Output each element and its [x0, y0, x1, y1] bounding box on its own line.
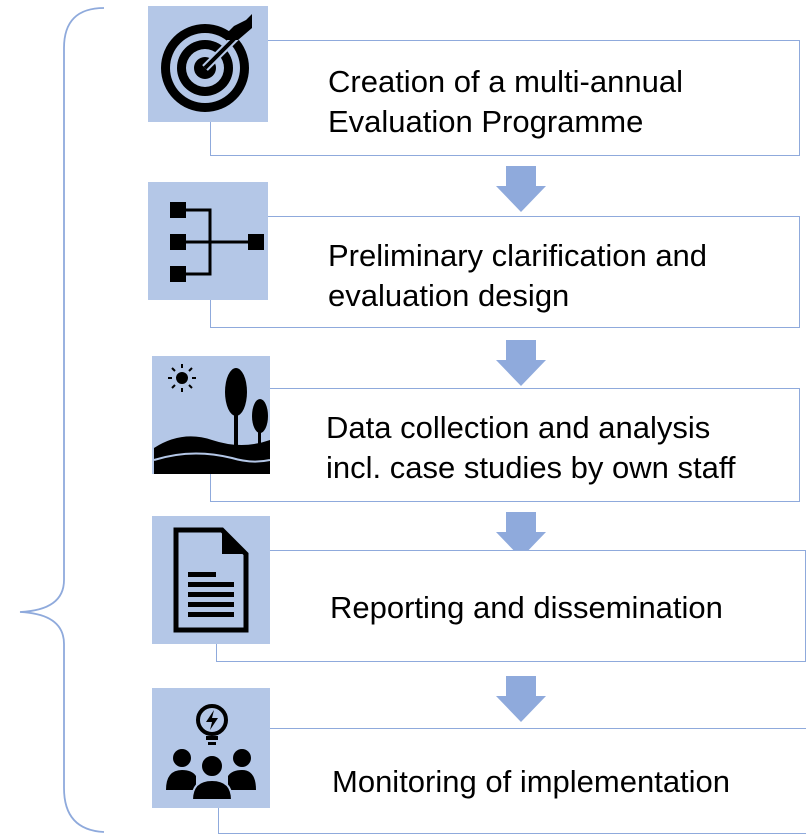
target-icon	[161, 14, 252, 112]
step-box-4	[216, 550, 806, 662]
step-box-2	[210, 216, 800, 328]
down-arrow-4	[496, 676, 546, 722]
landscape-icon	[153, 364, 270, 474]
step-label-3: Data collection and analysis incl. case …	[326, 410, 736, 486]
step-icon-tile-3	[152, 356, 270, 474]
step-label-4: Reporting and dissemination	[330, 590, 723, 625]
down-arrow-3	[496, 512, 546, 558]
curly-brace	[19, 7, 105, 833]
step-label-2: Preliminary clarification and evaluation…	[328, 238, 708, 314]
step-icon-tile-5	[152, 688, 270, 808]
step-icon-tile-4	[152, 516, 270, 644]
team-idea-icon	[166, 704, 256, 801]
step-box-3	[210, 388, 800, 502]
step-label-1: Creation of a multi-annual Evaluation Pr…	[328, 64, 683, 140]
step-icon-tile-1	[148, 6, 268, 122]
step-icon-tile-2	[148, 182, 268, 300]
step-box-1	[210, 40, 800, 156]
step-box-5	[218, 728, 806, 834]
step-label-5: Monitoring of implementation	[332, 764, 731, 799]
hierarchy-icon	[170, 202, 264, 282]
down-arrow-2	[496, 340, 546, 386]
down-arrow-1	[496, 166, 546, 212]
document-icon	[173, 527, 249, 633]
